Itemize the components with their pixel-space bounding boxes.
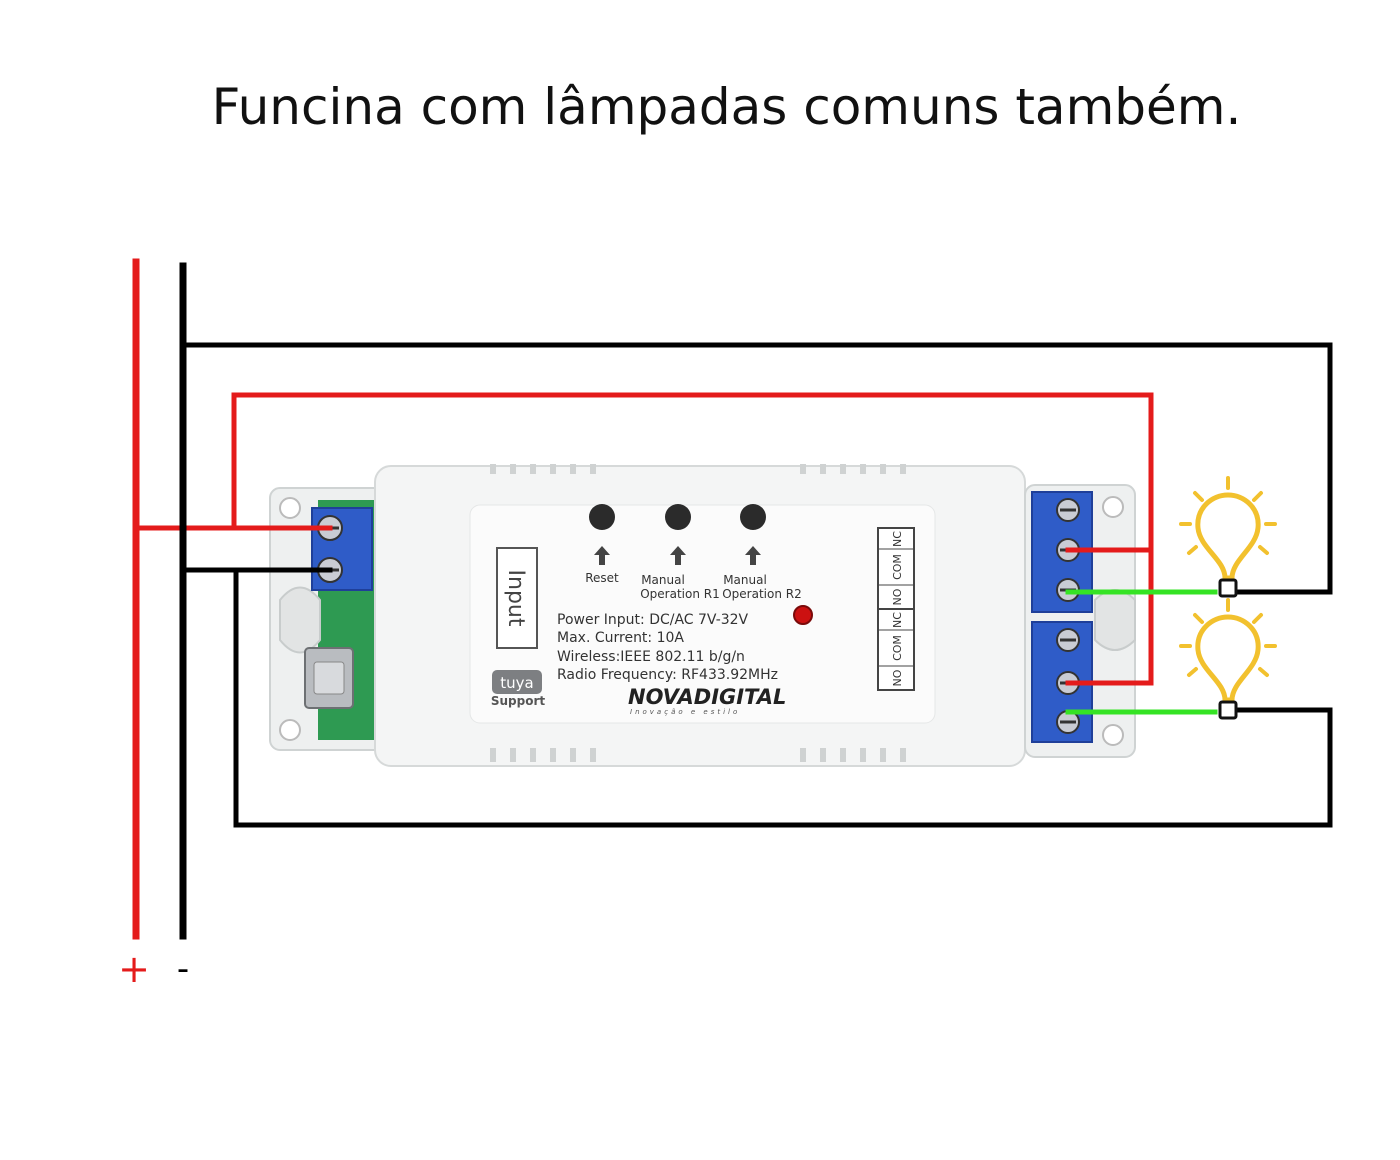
negative-to-lamp1-wire bbox=[180, 342, 1333, 595]
r2-com-label: COM bbox=[891, 635, 904, 661]
r1-nc-label: NC bbox=[891, 531, 904, 547]
r1-no-label: NO bbox=[891, 588, 904, 605]
page-title: Funcina com lâmpadas comuns também. bbox=[211, 78, 1242, 136]
positive-label: + bbox=[118, 947, 150, 991]
negative-label: - bbox=[177, 949, 189, 989]
negative-to-lamp2-wire bbox=[233, 567, 1333, 828]
r2-nc-label: NC bbox=[891, 612, 904, 628]
positive-to-com-wire bbox=[231, 392, 1154, 686]
tuya-badge-text: tuya bbox=[500, 674, 533, 692]
input-label-box bbox=[496, 547, 538, 649]
spec-power-input: Power Input: DC/AC 7V-32V bbox=[557, 612, 749, 628]
r1-com-label: COM bbox=[891, 554, 904, 580]
r2-no-label: NO bbox=[891, 669, 904, 686]
button-reset[interactable]: Reset bbox=[585, 504, 619, 585]
wires bbox=[132, 258, 1333, 940]
button-manual-r2-label-2: Operation R2 bbox=[722, 587, 802, 601]
led-indicator-icon bbox=[793, 605, 813, 625]
spec-max-current: Max. Current: 10A bbox=[557, 630, 684, 646]
input-label: Input bbox=[503, 570, 528, 627]
relay-module: Input Reset Manual Operation R1 Manual O… bbox=[269, 464, 1136, 767]
spec-wireless: Wireless:IEEE 802.11 b/g/n bbox=[557, 649, 745, 665]
button-manual-r1[interactable]: Manual Operation R1 bbox=[640, 504, 720, 601]
button-manual-r2[interactable]: Manual Operation R2 bbox=[722, 504, 802, 601]
spec-radio-frequency: Radio Frequency: RF433.92MHz bbox=[557, 667, 778, 683]
tuya-caption: Support bbox=[491, 694, 546, 708]
brand-tagline: Inovação e estilo bbox=[630, 708, 740, 716]
button-manual-r2-label-1: Manual bbox=[723, 573, 767, 587]
tuya-logo-icon bbox=[492, 670, 542, 694]
light-bulb-icon bbox=[1179, 476, 1277, 598]
button-manual-r1-label-2: Operation R1 bbox=[640, 587, 720, 601]
light-bulb-icon bbox=[1179, 598, 1277, 720]
button-manual-r1-label-1: Manual bbox=[641, 573, 685, 587]
button-reset-label: Reset bbox=[585, 571, 619, 585]
brand-name: NOVADIGITAL bbox=[628, 685, 786, 709]
